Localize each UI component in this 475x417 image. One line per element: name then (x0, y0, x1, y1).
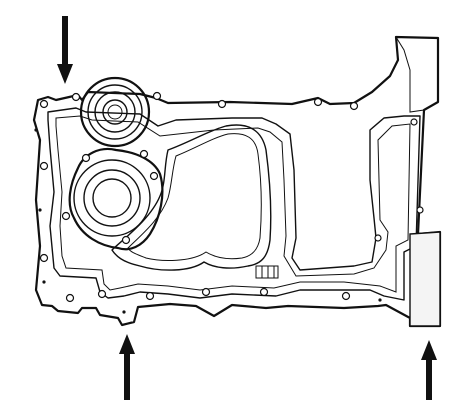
housing-outer-outline (32, 35, 442, 328)
right-mount-flange (395, 36, 439, 113)
crank-cavity-outline (111, 124, 272, 271)
arrow-bottom-center (119, 334, 135, 400)
rivet-dots (34, 128, 382, 314)
gasket-inner-rail (47, 107, 421, 301)
crank-cavity-inner (127, 133, 262, 261)
bolt-holes (39, 91, 424, 303)
arrow-bottom-right (421, 340, 437, 400)
oil-pump-housing (68, 147, 164, 251)
upper-pulley (79, 76, 151, 148)
lower-bracket (255, 265, 279, 279)
arrow-icon (57, 16, 437, 400)
gasket-inner-edge (55, 115, 411, 293)
right-mount-block (409, 231, 441, 327)
arrow-top-left (57, 16, 73, 84)
